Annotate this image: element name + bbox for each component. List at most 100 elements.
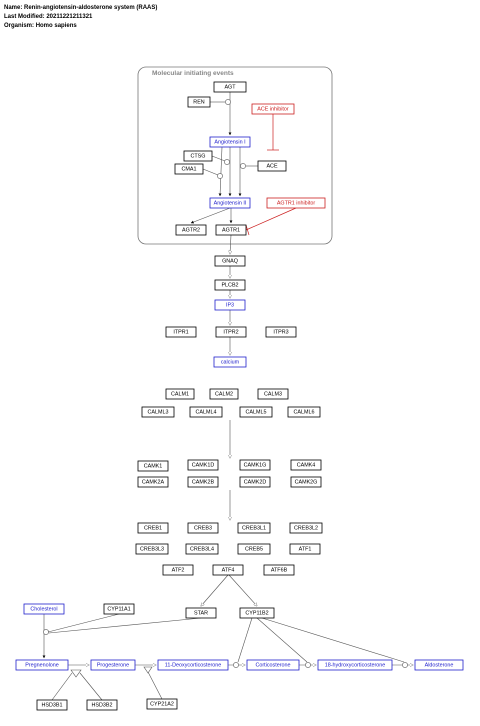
node-cyp11a1[interactable]: CYP11A1 bbox=[103, 603, 135, 615]
node-angiotensin-i[interactable]: Angiotensin I bbox=[209, 136, 251, 148]
node-hsd3b2[interactable]: HSD3B2 bbox=[86, 699, 118, 711]
node-calcium[interactable]: calcium bbox=[213, 356, 247, 368]
node-creb3l1[interactable]: CREB3L1 bbox=[237, 522, 271, 534]
node-label: CYP11B2 bbox=[245, 610, 268, 616]
node-star[interactable]: STAR bbox=[185, 607, 217, 619]
node-label: CREB3L4 bbox=[190, 546, 214, 552]
node-camk2b[interactable]: CAMK2B bbox=[187, 476, 219, 488]
node-corticosterone[interactable]: Corticosterone bbox=[246, 659, 300, 671]
node-label: Progesterone bbox=[97, 662, 129, 668]
node-label: Angiotensin I bbox=[214, 139, 245, 145]
node-agt[interactable]: AGT bbox=[213, 81, 247, 93]
node-calm1[interactable]: CALM1 bbox=[165, 388, 195, 400]
node-camk2d[interactable]: CAMK2D bbox=[239, 476, 271, 488]
node-camk1d[interactable]: CAMK1D bbox=[187, 459, 219, 471]
ren-catalysis-anchor bbox=[225, 99, 231, 105]
node-calm2[interactable]: CALM2 bbox=[209, 388, 239, 400]
node-atf4[interactable]: ATF4 bbox=[212, 564, 244, 576]
organism-line: Organism: Homo sapiens bbox=[4, 23, 77, 29]
node-ren[interactable]: REN bbox=[187, 96, 211, 108]
node-creb1[interactable]: CREB1 bbox=[137, 522, 169, 534]
node-box bbox=[90, 659, 136, 671]
node-box bbox=[263, 564, 295, 576]
node-gnaq[interactable]: GNAQ bbox=[214, 255, 246, 267]
node-calml4[interactable]: CALML4 bbox=[189, 406, 223, 418]
node-label: Angiotensin II bbox=[214, 200, 247, 206]
node-camk1g[interactable]: CAMK1G bbox=[239, 459, 271, 471]
node-hsd3b1[interactable]: HSD3B1 bbox=[36, 699, 68, 711]
node-box bbox=[187, 96, 211, 108]
node-atf2[interactable]: ATF2 bbox=[162, 564, 194, 576]
node-creb3l3[interactable]: CREB3L3 bbox=[135, 543, 169, 555]
cma1-catalysis-anchor bbox=[217, 173, 223, 179]
node-box bbox=[237, 522, 271, 534]
node-ctsg[interactable]: CTSG bbox=[183, 150, 213, 162]
node-label: ITPR2 bbox=[223, 329, 238, 335]
node-calm3[interactable]: CALM3 bbox=[257, 388, 289, 400]
node-box bbox=[414, 659, 464, 671]
node-cyp21a2[interactable]: CYP21A2 bbox=[146, 698, 178, 710]
node-creb5[interactable]: CREB5 bbox=[237, 543, 271, 555]
node-label: CAMK1D bbox=[192, 462, 215, 468]
node-box bbox=[214, 299, 246, 311]
node-label: ATF1 bbox=[299, 546, 312, 552]
node-box bbox=[237, 543, 271, 555]
node-creb3l2[interactable]: CREB3L2 bbox=[289, 522, 323, 534]
node-progesterone[interactable]: Progesterone bbox=[90, 659, 136, 671]
node-angiotensin-ii[interactable]: Angiotensin II bbox=[209, 197, 251, 209]
node-box bbox=[287, 406, 321, 418]
node-box bbox=[137, 476, 169, 488]
node-pregnenolone[interactable]: Pregnenolone bbox=[15, 659, 69, 671]
node-18-hydroxycorticosterone[interactable]: 18-hydroxycorticosterone bbox=[317, 659, 393, 671]
node-calml3[interactable]: CALML3 bbox=[141, 406, 175, 418]
node-agtr2[interactable]: AGTR2 bbox=[175, 224, 207, 236]
node-cholesterol[interactable]: Cholesterol bbox=[23, 603, 65, 615]
node-camk2g[interactable]: CAMK2G bbox=[290, 476, 322, 488]
node-label: CREB3L1 bbox=[242, 525, 266, 531]
node-label: GNAQ bbox=[222, 258, 238, 264]
node-label: CALM2 bbox=[215, 391, 233, 397]
node-creb3l4[interactable]: CREB3L4 bbox=[185, 543, 219, 555]
node-label: CALML6 bbox=[294, 409, 315, 415]
edge-cyp21a2-catalysis bbox=[146, 669, 163, 700]
node-box bbox=[103, 603, 135, 615]
node-cyp11b2[interactable]: CYP11B2 bbox=[239, 607, 275, 619]
group-label: Molecular initiating events bbox=[152, 70, 234, 77]
node-itpr3[interactable]: ITPR3 bbox=[265, 326, 297, 338]
node-creb3[interactable]: CREB3 bbox=[187, 522, 219, 534]
node-label: IP3 bbox=[226, 302, 234, 308]
node-ace[interactable]: ACE bbox=[257, 160, 287, 172]
node-atf1[interactable]: ATF1 bbox=[289, 543, 321, 555]
cyp11b2-catalysis-anchor-3 bbox=[402, 662, 408, 668]
node-ace-inhibitor[interactable]: ACE inhibitor bbox=[251, 103, 295, 115]
node-label: CALML5 bbox=[246, 409, 267, 415]
node-agtr1[interactable]: AGTR1 bbox=[215, 224, 247, 236]
node-itpr1[interactable]: ITPR1 bbox=[165, 326, 197, 338]
node-itpr2[interactable]: ITPR2 bbox=[215, 326, 247, 338]
node-box bbox=[23, 603, 65, 615]
node-plcb2[interactable]: PLCB2 bbox=[214, 279, 246, 291]
node-aldosterone[interactable]: Aldosterone bbox=[414, 659, 464, 671]
node-box bbox=[86, 699, 118, 711]
node-box bbox=[257, 160, 287, 172]
node-label: ATF2 bbox=[172, 567, 185, 573]
ctsg-catalysis-anchor bbox=[224, 159, 230, 165]
node-agtr1-inhibitor[interactable]: AGTR1 inhibitor bbox=[266, 197, 326, 209]
node-calml5[interactable]: CALML5 bbox=[239, 406, 273, 418]
node-11-deoxycorticosterone[interactable]: 11-Deoxycorticosterone bbox=[157, 659, 229, 671]
node-cma1[interactable]: CMA1 bbox=[174, 163, 204, 175]
node-box bbox=[183, 150, 213, 162]
cyp11a1-catalysis-anchor bbox=[43, 629, 49, 635]
node-camk4[interactable]: CAMK4 bbox=[290, 459, 322, 471]
node-calml6[interactable]: CALML6 bbox=[287, 406, 321, 418]
node-atf6b[interactable]: ATF6B bbox=[263, 564, 295, 576]
node-label: CALML4 bbox=[196, 409, 217, 415]
node-ip3[interactable]: IP3 bbox=[214, 299, 246, 311]
pathway-name-line: Name: Renin-angiotensin-aldosterone syst… bbox=[4, 5, 158, 11]
node-label: calcium bbox=[221, 359, 240, 365]
node-camk1[interactable]: CAMK1 bbox=[137, 460, 169, 472]
node-camk2a[interactable]: CAMK2A bbox=[137, 476, 169, 488]
node-label: CAMK2D bbox=[244, 479, 267, 485]
node-label: ATF6B bbox=[271, 567, 288, 573]
